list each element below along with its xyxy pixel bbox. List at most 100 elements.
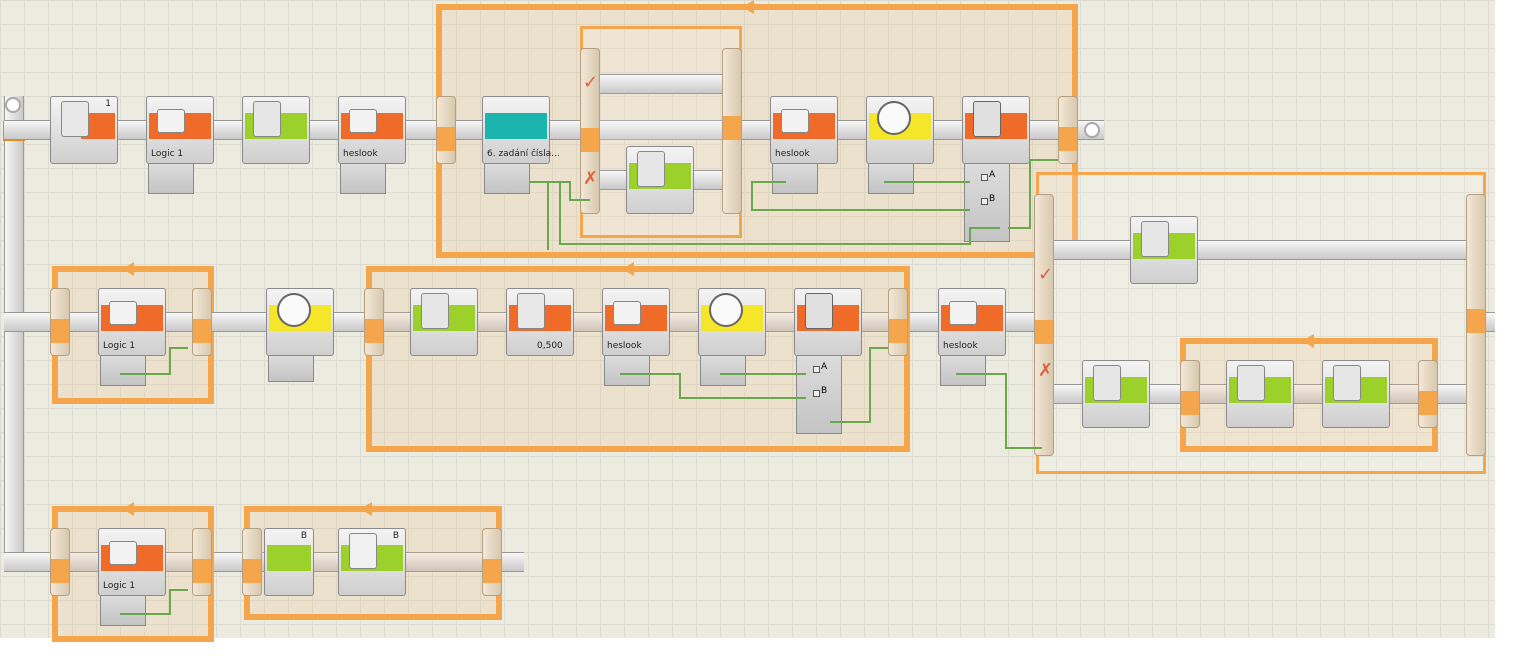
loop-end-cap	[1418, 360, 1438, 428]
data-hub	[868, 164, 914, 194]
suitcase-icon	[109, 541, 137, 565]
sound-block[interactable]	[242, 96, 310, 164]
start-point[interactable]	[5, 97, 21, 113]
loop-arrow-icon	[122, 262, 134, 276]
display-block[interactable]: 6. zadání čísla...	[482, 96, 560, 164]
sound-block[interactable]	[1322, 360, 1390, 428]
motor-block[interactable]: B	[264, 528, 314, 596]
data-hub	[940, 356, 986, 386]
check-icon: ✓	[1038, 264, 1054, 285]
program-canvas[interactable]: 1 Logic 1 heslook 6. zadání čísla... ✓ ✗…	[0, 0, 1495, 642]
port-a	[981, 174, 988, 181]
variable-name: heslook	[775, 149, 810, 159]
speaker-icon	[421, 293, 449, 329]
wait-duration: 0,500	[537, 341, 563, 351]
data-hub	[268, 356, 314, 382]
hourglass-icon	[61, 101, 89, 137]
loop-start-cap	[436, 96, 456, 164]
data-hub	[772, 164, 818, 194]
variable-name: Logic 1	[103, 581, 136, 591]
variable-block-logic1[interactable]: Logic 1	[146, 96, 214, 164]
motor-block[interactable]: B	[338, 528, 406, 596]
switch-end-cap	[722, 48, 742, 214]
variable-block-logic1[interactable]: Logic 1	[98, 528, 166, 596]
display-text: 6. zadání čísla...	[487, 149, 560, 159]
variable-block-heslook[interactable]: heslook	[770, 96, 838, 164]
compare-icon	[805, 293, 833, 329]
hourglass-icon	[517, 293, 545, 329]
suitcase-icon	[949, 301, 977, 325]
data-hub	[340, 164, 386, 194]
sound-block[interactable]	[1130, 216, 1198, 284]
loop-arrow-icon	[360, 502, 372, 516]
data-hub	[100, 596, 146, 626]
data-hub	[604, 356, 650, 386]
suitcase-icon	[781, 109, 809, 133]
loop-end-cap	[888, 288, 908, 356]
port-label: B	[300, 531, 307, 541]
speaker-icon	[637, 151, 665, 187]
variable-block-logic1[interactable]: Logic 1	[98, 288, 166, 356]
variable-block-heslook[interactable]: heslook	[602, 288, 670, 356]
port-label: B	[392, 531, 399, 541]
variable-block-heslook[interactable]: heslook	[938, 288, 1006, 356]
loop-end-cap	[192, 528, 212, 596]
loop-start-cap	[50, 288, 70, 356]
loop-arrow-icon	[622, 262, 634, 276]
speaker-icon	[1093, 365, 1121, 401]
stopwatch-icon	[277, 293, 311, 327]
wait-sound-block[interactable]: 1	[50, 96, 118, 164]
timer-block[interactable]	[266, 288, 334, 356]
data-wires	[120, 159, 1058, 615]
loop-exit	[1084, 122, 1100, 138]
stopwatch-icon	[877, 101, 911, 135]
loop-start-cap	[50, 528, 70, 596]
data-hub	[148, 164, 194, 194]
wait-time-block[interactable]: 0,500	[506, 288, 574, 356]
port-b	[981, 198, 988, 205]
loop-end-cap	[192, 288, 212, 356]
port-b	[813, 390, 820, 397]
suitcase-icon	[157, 109, 185, 133]
loop-arrow-icon	[742, 0, 754, 14]
variable-name: Logic 1	[151, 149, 184, 159]
sound-block[interactable]	[626, 146, 694, 214]
data-hub	[100, 356, 146, 386]
speaker-icon	[1141, 221, 1169, 257]
sound-block[interactable]	[1082, 360, 1150, 428]
switch-end-cap	[1466, 194, 1486, 456]
switch-true-beam	[600, 74, 722, 94]
variable-block-heslook[interactable]: heslook	[338, 96, 406, 164]
suitcase-icon	[349, 109, 377, 133]
suitcase-icon	[109, 301, 137, 325]
loop-start-cap	[364, 288, 384, 356]
stopwatch-icon	[709, 293, 743, 327]
sound-block[interactable]	[1226, 360, 1294, 428]
data-hub	[700, 356, 746, 386]
exit-beam	[1486, 312, 1495, 332]
timer-block[interactable]	[866, 96, 934, 164]
compare-block[interactable]	[794, 288, 862, 356]
compare-block[interactable]	[962, 96, 1030, 164]
timer-block[interactable]	[698, 288, 766, 356]
start-beam	[4, 96, 24, 570]
data-hub	[484, 164, 530, 194]
sound-block[interactable]	[410, 288, 478, 356]
variable-name: heslook	[343, 149, 378, 159]
suitcase-icon	[613, 301, 641, 325]
switch-start-cap	[1034, 194, 1054, 456]
speaker-icon	[1237, 365, 1265, 401]
port-a	[813, 366, 820, 373]
loop-start-cap	[1180, 360, 1200, 428]
loop-end-cap	[1058, 96, 1078, 164]
variable-name: heslook	[607, 341, 642, 351]
cross-icon: ✗	[583, 168, 599, 189]
loop-arrow-icon	[122, 502, 134, 516]
cross-icon: ✗	[1038, 360, 1054, 381]
loop-arrow-icon	[1302, 334, 1314, 348]
speaker-icon	[1333, 365, 1361, 401]
motor-icon	[349, 533, 377, 569]
check-icon: ✓	[583, 72, 599, 93]
loop-end-cap	[482, 528, 502, 596]
variable-name: Logic 1	[103, 341, 136, 351]
